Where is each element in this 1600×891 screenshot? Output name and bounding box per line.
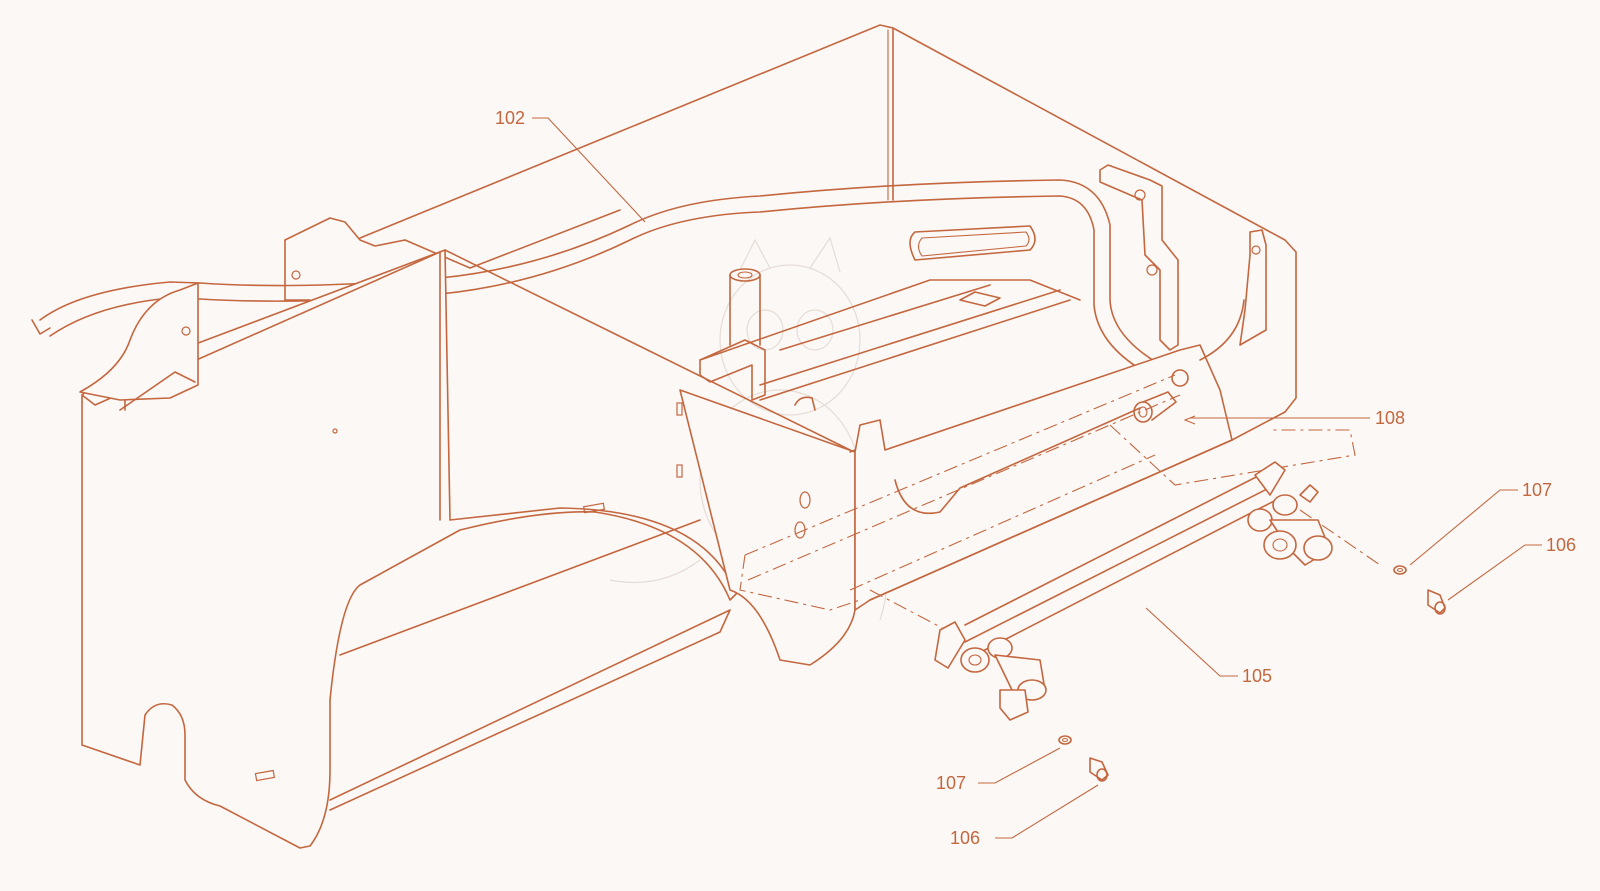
left-side-plate	[284, 217, 406, 301]
left-upper-bracket	[79, 282, 199, 411]
washer-107-left	[1058, 735, 1072, 745]
callout-108: 108	[1375, 408, 1405, 428]
nozzle-tip-106-left	[1089, 757, 1109, 782]
spray-bar-105	[934, 461, 1333, 721]
callout-105: 105	[1242, 666, 1272, 686]
front-right-plate	[676, 389, 881, 666]
callout-107-left: 107	[936, 773, 966, 793]
callout-106-left: 106	[950, 828, 980, 848]
callout-107-right: 107	[1522, 480, 1552, 500]
nozzle-tip-106-right	[1427, 589, 1446, 615]
callout-102: 102	[495, 108, 525, 128]
right-brackets	[1099, 164, 1267, 351]
front-long-plate	[854, 344, 1233, 611]
callout-106-right: 106	[1546, 535, 1576, 555]
right-nozzle-cluster	[1247, 484, 1333, 566]
fitting-108	[1133, 299, 1245, 423]
left-nozzle-cluster	[960, 637, 1047, 721]
callout-labels: 102 108 107 106 105 107 106	[495, 108, 1576, 848]
floor-rails	[699, 279, 1081, 411]
grip-slot	[909, 225, 1036, 261]
rear-enclosure	[359, 24, 1297, 441]
rail-post	[699, 268, 766, 401]
leader-lines	[532, 117, 1542, 839]
washer-107-right	[1393, 565, 1407, 575]
